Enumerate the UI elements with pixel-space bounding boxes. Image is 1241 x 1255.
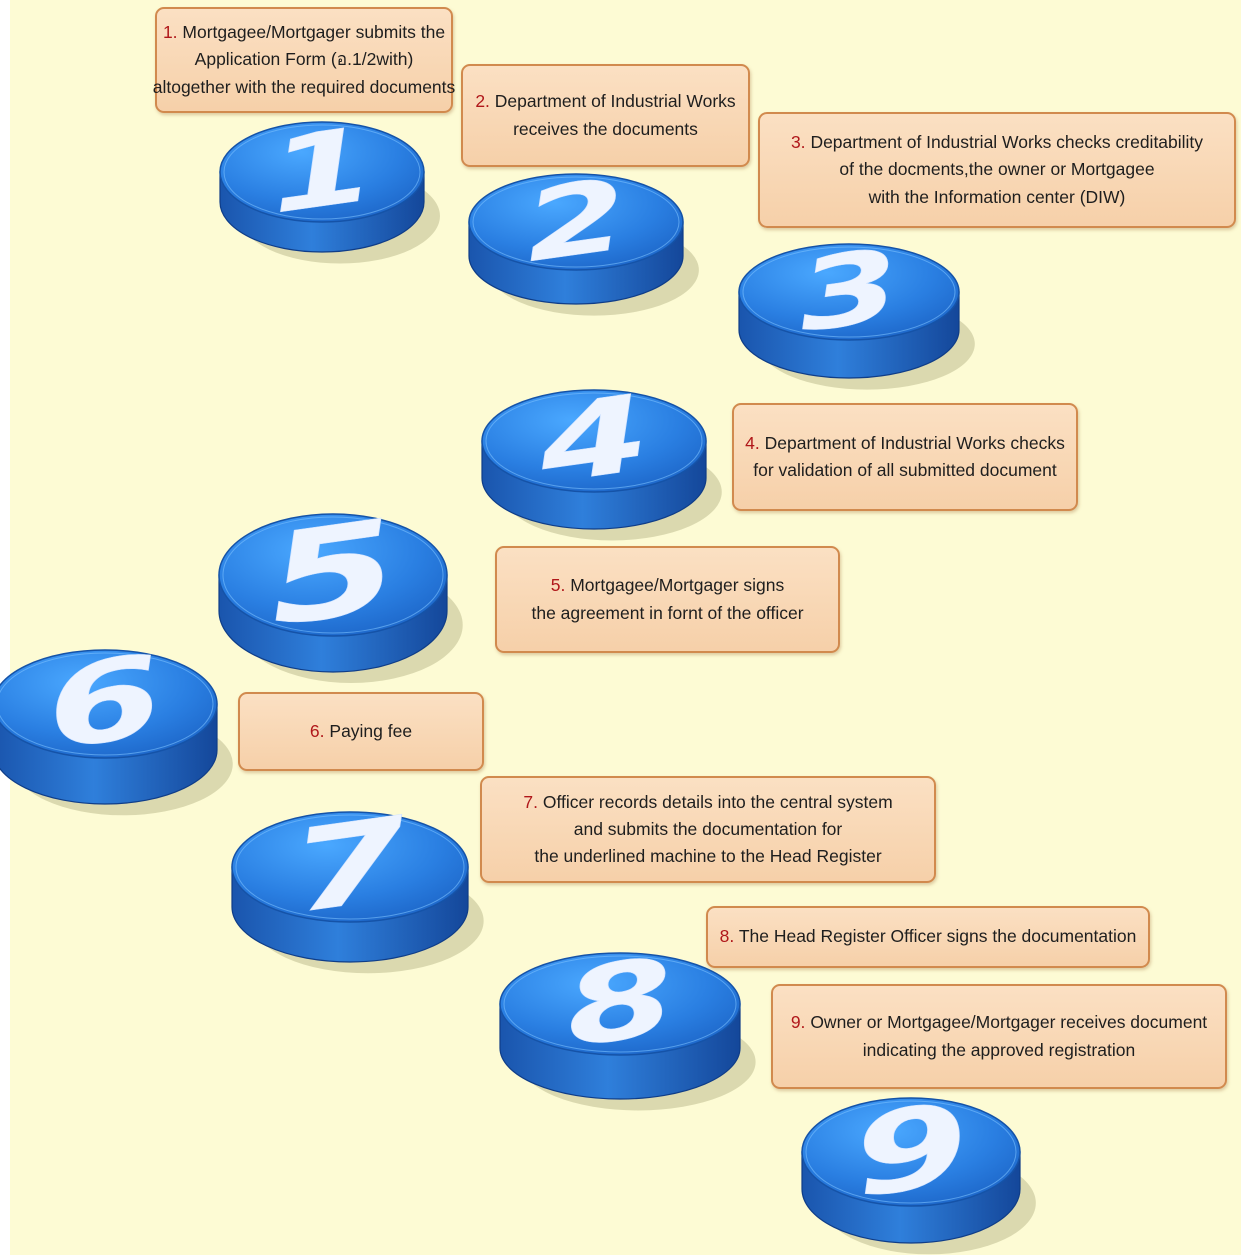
step-7-text: the underlined machine to the Head Regis… bbox=[534, 846, 882, 867]
step-3-line: of the docments,the owner or Mortgagee bbox=[839, 156, 1154, 183]
step-4-disc: 4 bbox=[481, 371, 722, 541]
step-2-text: receives the documents bbox=[513, 118, 698, 139]
step-4-text: Department of Industrial Works checks bbox=[764, 432, 1065, 453]
step-8-text: The Head Register Officer signs the docu… bbox=[738, 926, 1137, 947]
step-9-numeral: 9 bbox=[845, 1079, 978, 1223]
step-8-numeral: 8 bbox=[557, 934, 683, 1070]
step-9-text: indicating the approved registration bbox=[862, 1039, 1136, 1060]
disc-rim bbox=[503, 955, 737, 1053]
step-7-text: Officer records details into the central… bbox=[542, 791, 893, 812]
step-4-marker: 4. bbox=[745, 432, 760, 453]
disc-rim bbox=[485, 392, 703, 490]
step-7-line: and submits the documentation for bbox=[574, 816, 843, 843]
disc-rim bbox=[0, 652, 214, 756]
step-6-box: 6. Paying fee bbox=[238, 692, 484, 771]
step-2-text: Department of Industrial Works bbox=[494, 91, 736, 112]
step-2-marker: 2. bbox=[475, 91, 490, 112]
step-6-disc: 6 bbox=[0, 631, 233, 816]
step-5-marker: 5. bbox=[550, 575, 566, 596]
step-6-marker: 6. bbox=[309, 720, 325, 741]
step-3-text: of the docments,the owner or Mortgagee bbox=[839, 159, 1155, 180]
step-8-disc: 8 bbox=[499, 934, 756, 1111]
step-6-numeral: 6 bbox=[39, 631, 172, 775]
step-4-box: 4. Department of Industrial Works checks… bbox=[732, 403, 1078, 511]
step-5-line: the agreement in fornt of the officer bbox=[531, 600, 803, 627]
step-9-line: 9. Owner or Mortgagee/Mortgager receives… bbox=[791, 1009, 1207, 1036]
step-2-box: 2. Department of Industrial Works receive… bbox=[461, 64, 750, 167]
step-7-marker: 7. bbox=[523, 791, 538, 812]
step-3-box: 3. Department of Industrial Works checks… bbox=[758, 112, 1236, 228]
disc-top bbox=[0, 649, 218, 759]
step-1-text: Application Form (อ.1/2with) bbox=[194, 49, 414, 70]
step-1-text: Mortgagee/Mortgager submits the bbox=[182, 22, 446, 43]
step-7-box: 7. Officer records details into the cent… bbox=[480, 776, 936, 883]
disc-rim bbox=[235, 814, 465, 920]
disc-top bbox=[801, 1097, 1021, 1207]
step-1-numeral: 1 bbox=[261, 104, 383, 237]
step-3-line: with the Information center (DIW) bbox=[869, 184, 1126, 211]
step-5-text: the agreement in fornt of the officer bbox=[531, 602, 804, 623]
step-8-marker: 8. bbox=[719, 926, 735, 947]
step-5-numeral: 5 bbox=[258, 492, 408, 655]
step-5-box: 5. Mortgagee/Mortgager signs the agreemen… bbox=[495, 546, 840, 653]
step-9-box: 9. Owner or Mortgagee/Mortgager receives… bbox=[771, 984, 1227, 1089]
step-9-text: Owner or Mortgagee/Mortgager receives do… bbox=[810, 1012, 1208, 1033]
step-3-disc: 3 bbox=[738, 227, 975, 390]
step-1-text: altogether with the required documents bbox=[152, 76, 456, 97]
step-6-line: 6. Paying fee bbox=[310, 718, 412, 745]
step-1-line: altogether with the required documents bbox=[153, 74, 456, 101]
step-4-numeral: 4 bbox=[530, 371, 657, 508]
step-4-line: for validation of all submitted document bbox=[753, 457, 1057, 484]
step-3-numeral: 3 bbox=[790, 228, 907, 355]
step-9-disc: 9 bbox=[801, 1079, 1036, 1255]
disc-top bbox=[218, 513, 448, 637]
disc-rim bbox=[805, 1100, 1017, 1204]
step-7-line: 7. Officer records details into the cent… bbox=[523, 789, 892, 816]
disc-rim bbox=[472, 176, 680, 268]
step-8-line: 8. The Head Register Officer signs the d… bbox=[720, 923, 1137, 950]
step-9-marker: 9. bbox=[790, 1012, 806, 1033]
step-5-disc: 5 bbox=[218, 491, 463, 683]
step-7-numeral: 7 bbox=[282, 792, 417, 939]
disc-top bbox=[219, 121, 425, 223]
step-3-text: Department of Industrial Works checks cr… bbox=[810, 132, 1204, 153]
step-9-line: indicating the approved registration bbox=[863, 1037, 1135, 1064]
disc-rim bbox=[742, 246, 956, 338]
step-3-line: 3. Department of Industrial Works checks… bbox=[791, 129, 1203, 156]
disc-top bbox=[499, 952, 741, 1056]
step-6-text: Paying fee bbox=[329, 720, 413, 741]
disc-top bbox=[738, 243, 960, 341]
step-2-disc: 2 bbox=[468, 157, 699, 316]
step-5-line: 5. Mortgagee/Mortgager signs bbox=[551, 572, 784, 599]
step-3-marker: 3. bbox=[790, 132, 806, 153]
step-1-line: 1. Mortgagee/Mortgager submits the bbox=[163, 19, 445, 46]
disc-top bbox=[231, 811, 469, 923]
step-2-line: 2. Department of Industrial Works bbox=[475, 88, 735, 115]
step-2-numeral: 2 bbox=[517, 158, 634, 285]
disc-rim bbox=[223, 124, 421, 220]
step-1-marker: 1. bbox=[162, 22, 178, 43]
disc-top bbox=[468, 173, 684, 271]
step-7-text: and submits the documentation for bbox=[573, 818, 843, 839]
disc-rim bbox=[222, 516, 444, 634]
step-5-text: Mortgagee/Mortgager signs bbox=[570, 575, 785, 596]
step-3-text: with the Information center (DIW) bbox=[868, 186, 1126, 207]
step-7-line: the underlined machine to the Head Regis… bbox=[534, 843, 881, 870]
disc-top bbox=[481, 389, 707, 493]
step-4-text: for validation of all submitted document bbox=[753, 460, 1057, 480]
step-4-line: 4. Department of Industrial Works checks bbox=[745, 430, 1065, 457]
step-8-box: 8. The Head Register Officer signs the d… bbox=[706, 906, 1150, 968]
step-1-line: Application Form (อ.1/2with) bbox=[195, 46, 414, 73]
step-7-disc: 7 bbox=[231, 791, 484, 974]
step-1-disc: 1 bbox=[219, 104, 440, 264]
step-2-line: receives the documents bbox=[513, 116, 698, 143]
